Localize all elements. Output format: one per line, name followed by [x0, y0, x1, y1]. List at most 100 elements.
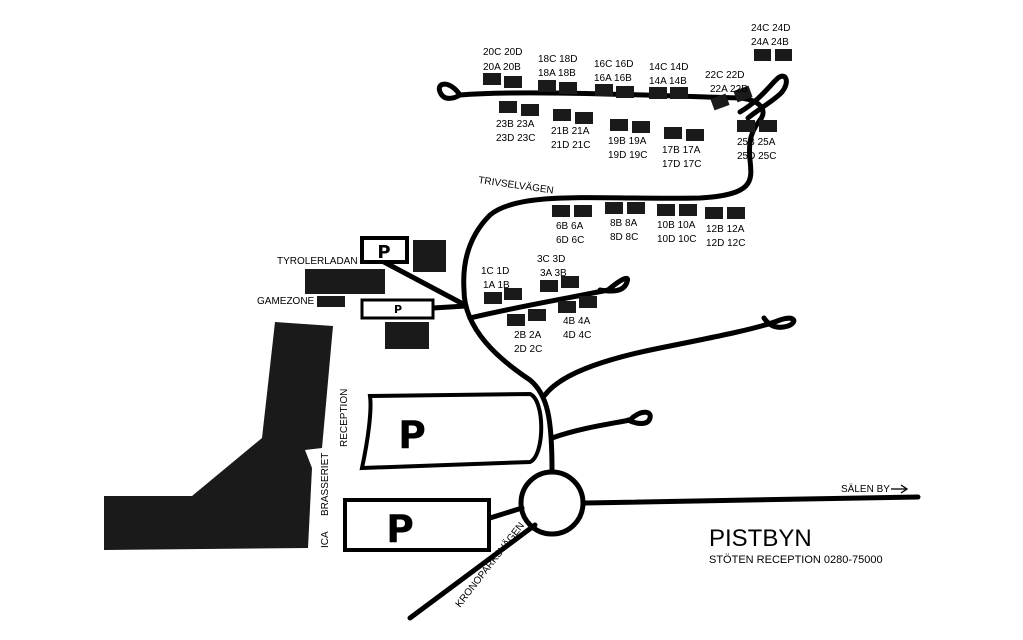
cabin-label: 3A 3B [540, 268, 567, 279]
cabin [737, 120, 755, 132]
cabin [632, 121, 650, 133]
cabin-label: 20C 20D [483, 47, 522, 58]
cabin [705, 207, 723, 219]
cabin-label: 24C 24D [751, 23, 790, 34]
label-brasseriet: BRASSERIET [320, 453, 331, 516]
parking-small-2: P [360, 298, 435, 320]
cabin-label: 12D 12C [706, 238, 745, 249]
cabin [610, 119, 628, 131]
cabin [710, 93, 730, 111]
arrow-right-icon [891, 484, 909, 494]
building-east-of-p1 [413, 240, 446, 272]
cabin-label: 3C 3D [537, 254, 565, 265]
cabin [507, 314, 525, 326]
salen-by-sign: SÄLEN BY [841, 483, 909, 495]
cabin [679, 204, 697, 216]
cabin-label: 23D 23C [496, 133, 535, 144]
cabin [521, 104, 539, 116]
cabin-label: 16A 16B [594, 73, 632, 84]
cabin [649, 87, 667, 99]
cabin [559, 82, 577, 94]
cabin [670, 87, 688, 99]
cabin [754, 49, 771, 61]
cabin [528, 309, 546, 321]
road-main-trunk [461, 287, 555, 473]
label-salen-by: SÄLEN BY [841, 483, 890, 495]
cabin [574, 205, 592, 217]
cabin-label: 10D 10C [657, 234, 696, 245]
cabin-labels: 20C 20D 20A 20B 18C 18D 18A 18B 16C 16D … [481, 23, 790, 355]
cabin-label: 2B 2A [514, 330, 542, 341]
road-parking-link-1 [381, 259, 468, 308]
road-loop-left [436, 81, 463, 101]
road-parking-roundabout [487, 505, 525, 521]
cabin-label: 8B 8A [610, 218, 638, 229]
place-title: PISTBYN [709, 525, 812, 552]
cabin-label: 18A 18B [538, 68, 576, 79]
parking-small-1: P [360, 236, 409, 264]
cabin [595, 84, 613, 96]
cabin [733, 85, 753, 103]
cabin-label: 8D 8C [610, 232, 638, 243]
road-cabins-1-4 [467, 275, 631, 321]
cabin [575, 112, 593, 124]
cabin [484, 292, 502, 304]
parking-letter: P [386, 507, 414, 551]
gamezone-building [317, 296, 345, 307]
cabin [775, 49, 792, 61]
cabin [664, 127, 682, 139]
cabin [561, 276, 579, 288]
roundabout [518, 469, 586, 537]
cabin-label: 1A 1B [483, 280, 510, 291]
cabin-label: 19D 19C [608, 150, 647, 161]
cabin [558, 301, 576, 313]
cabin [657, 204, 675, 216]
tyrolerladan-building [305, 269, 385, 294]
label-reception: RECEPTION [339, 389, 350, 447]
main-building [104, 322, 333, 550]
road-salen-by [582, 494, 921, 506]
cabin [504, 76, 522, 88]
cabin [552, 205, 570, 217]
cabin [627, 202, 645, 214]
cabin [540, 280, 558, 292]
cabin-label: 1C 1D [481, 266, 509, 277]
cabin-label: 4B 4A [563, 316, 591, 327]
cabin [616, 86, 634, 98]
cabin-label: 6D 6C [556, 235, 584, 246]
parking-large-2: P [343, 498, 491, 552]
cabin-label: 17D 17C [662, 159, 701, 170]
cabin-label: 25D 25C [737, 151, 776, 162]
cabin-label: 14C 14D [649, 62, 688, 73]
cabins-1-4 [484, 276, 597, 326]
road-network [381, 73, 921, 621]
cabin [538, 80, 556, 92]
cabin-label: 18C 18D [538, 54, 577, 65]
parking-letter: P [398, 413, 426, 457]
label-ica: ICA [320, 531, 331, 548]
road-kronoparksvagen [407, 522, 538, 621]
building-south-of-p2 [385, 322, 429, 349]
cabins-third-row [552, 202, 745, 219]
cabin [483, 73, 501, 85]
label-gamezone: GAMEZONE [257, 296, 315, 307]
cabin-label: 21D 21C [551, 140, 590, 151]
cabin [499, 101, 517, 113]
cabin-label: 2D 2C [514, 344, 542, 355]
cabin-label: 22C 22D [705, 70, 744, 81]
cabin-label: 23B 23A [496, 119, 535, 130]
cabin-label: 20A 20B [483, 62, 521, 73]
cabin-label: 10B 10A [657, 220, 696, 231]
cabin-label: 16C 16D [594, 59, 633, 70]
cabin [727, 207, 745, 219]
parking-letter: P [377, 242, 390, 263]
parking-large-1: P [359, 391, 544, 471]
cabin-label: 19B 19A [608, 136, 647, 147]
cabin-label: 21B 21A [551, 126, 590, 137]
cabin-label: 17B 17A [662, 145, 701, 156]
cabin-label: 24A 24B [751, 37, 789, 48]
cabin [504, 288, 522, 300]
cabin [553, 109, 571, 121]
cabin-label: 25B 25A [737, 137, 776, 148]
label-trivselvagen: TRIVSELVÄGEN [478, 174, 555, 196]
